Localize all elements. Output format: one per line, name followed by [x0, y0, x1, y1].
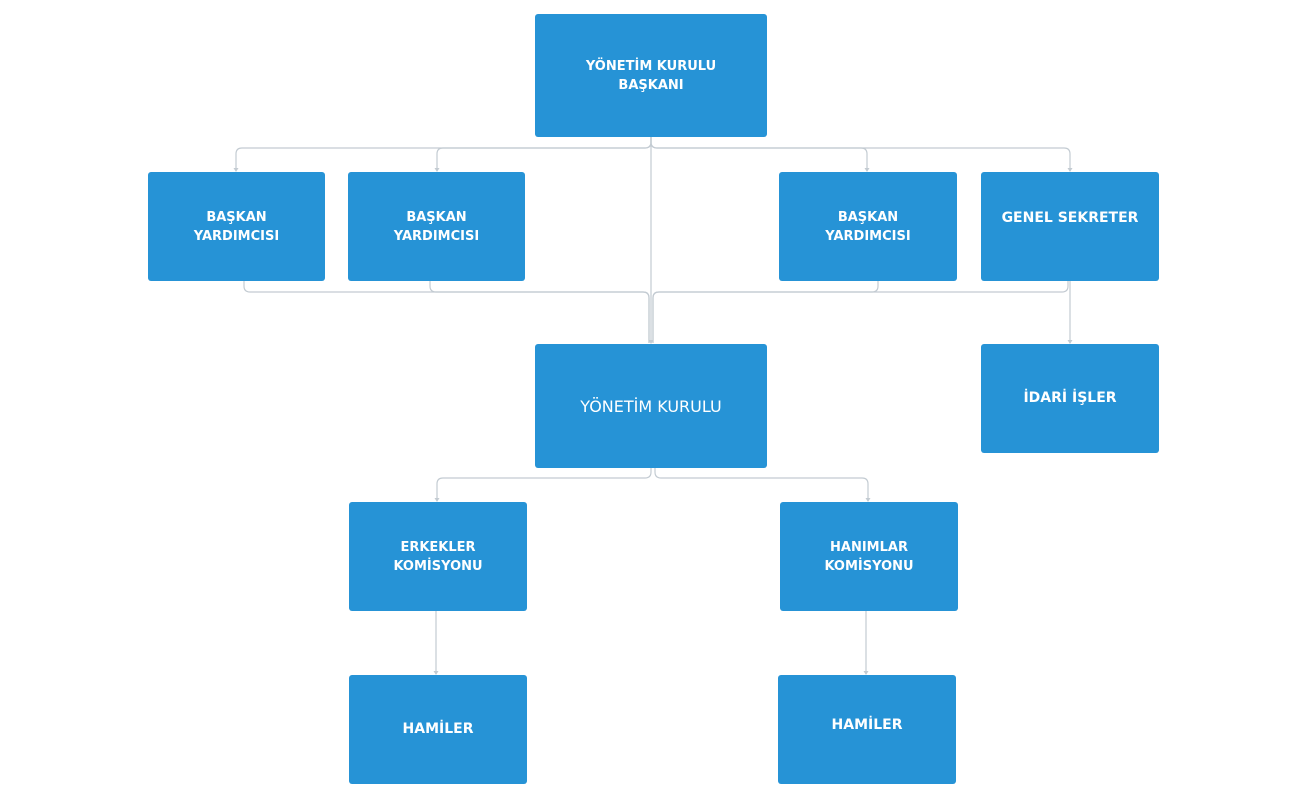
connector-vice3-board	[652, 281, 879, 343]
connector-board-women	[654, 468, 869, 501]
connector-chairman-vice1	[235, 137, 652, 171]
connector-vice1-board	[243, 281, 650, 343]
node-vice-chairman-1-label: BAŞKAN YARDIMCISI	[193, 209, 280, 244]
node-women-commission-label: HANIMLAR KOMİSYONU	[824, 539, 914, 574]
node-men-hamiler-label: HAMİLER	[402, 721, 474, 737]
connector-chairman-secretary	[650, 137, 1071, 171]
connector-secretary-board	[652, 281, 1069, 343]
connector-chairman-vice3	[650, 137, 868, 171]
node-vice-chairman-1[interactable]: BAŞKAN YARDIMCISI	[148, 172, 325, 281]
node-administrative-affairs-label: İDARİ İŞLER	[1023, 390, 1117, 406]
connector-vice2-board	[429, 281, 650, 343]
node-vice-chairman-2-label: BAŞKAN YARDIMCISI	[393, 209, 480, 244]
node-women-commission[interactable]: HANIMLAR KOMİSYONU	[780, 502, 958, 611]
node-vice-chairman-2[interactable]: BAŞKAN YARDIMCISI	[348, 172, 525, 281]
node-board-label: YÖNETİM KURULU	[580, 396, 722, 416]
connector-chairman-vice2	[436, 137, 652, 171]
node-women-hamiler-label: HAMİLER	[831, 717, 903, 733]
node-general-secretary[interactable]: GENEL SEKRETER	[981, 172, 1159, 281]
node-vice-chairman-3[interactable]: BAŞKAN YARDIMCISI	[779, 172, 957, 281]
node-men-commission-label: ERKEKLER KOMİSYONU	[393, 539, 483, 574]
node-general-secretary-label: GENEL SEKRETER	[1001, 209, 1139, 226]
node-women-hamiler[interactable]: HAMİLER	[778, 675, 956, 784]
node-administrative-affairs[interactable]: İDARİ İŞLER	[981, 344, 1159, 453]
node-chairman[interactable]: YÖNETİM KURULU BAŞKANI	[535, 14, 767, 137]
connector-board-men	[436, 468, 652, 501]
node-men-hamiler[interactable]: HAMİLER	[349, 675, 527, 784]
node-vice-chairman-3-label: BAŞKAN YARDIMCISI	[825, 209, 911, 244]
node-men-commission[interactable]: ERKEKLER KOMİSYONU	[349, 502, 527, 611]
node-board[interactable]: YÖNETİM KURULU	[535, 344, 767, 468]
node-chairman-label: YÖNETİM KURULU BAŞKANI	[585, 58, 717, 93]
